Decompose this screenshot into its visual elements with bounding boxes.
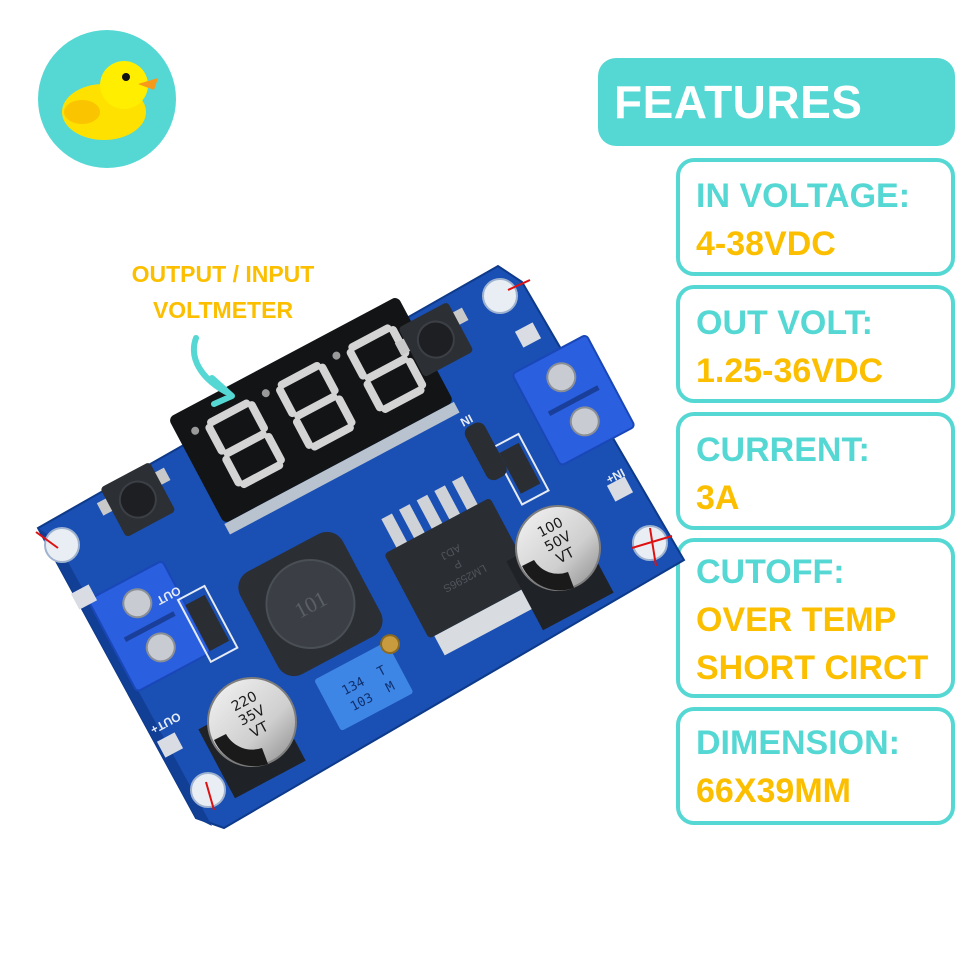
regulator-ic: LM2596S P ADJ [381, 475, 541, 656]
spec-current: CURRENT: 3A [676, 412, 955, 530]
inductor: 101 [238, 531, 383, 677]
trim-potentiometer: 134 103 T M [315, 634, 413, 731]
spec-value: 1.25-36VDC [696, 352, 884, 390]
input-terminal-block [512, 334, 635, 466]
solder-pad [606, 476, 634, 502]
features-header: FEATURES [598, 58, 955, 146]
spec-value: 4-38VDC [696, 225, 836, 263]
spec-in-voltage: IN VOLTAGE: 4-38VDC [676, 158, 955, 276]
voltmeter-annotation: OUTPUT / INPUT VOLTMETER [110, 256, 336, 328]
spec-label: DIMENSION: [696, 724, 900, 762]
smd-diode [490, 432, 550, 506]
cap-marking: VT [248, 719, 272, 742]
annotation-line-2: VOLTMETER [152, 297, 294, 323]
spec-out-volt: OUT VOLT: 1.25-36VDC [676, 285, 955, 403]
spec-label: IN VOLTAGE: [696, 177, 911, 215]
solder-pad [514, 322, 542, 348]
spec-label: OUT VOLT: [696, 304, 873, 342]
silkscreen-in: IN [458, 411, 475, 429]
rubber-duck-icon [62, 61, 158, 140]
push-button [96, 463, 175, 537]
push-button [394, 303, 473, 377]
brand-logo [38, 30, 176, 168]
annotation-line-1: OUTPUT / INPUT [131, 261, 315, 287]
solder-pad [156, 732, 184, 758]
seven-segment-display [170, 298, 460, 535]
spec-cutoff: CUTOFF: OVER TEMP SHORT CIRCT [676, 538, 955, 698]
features-title: FEATURES [614, 76, 863, 128]
cap-marking: VT [554, 545, 578, 568]
smd-diode [176, 584, 239, 664]
mounting-hole [482, 278, 531, 314]
spec-value: 66X39MM [696, 772, 851, 810]
spec-value: 3A [696, 479, 740, 517]
mounting-hole [631, 525, 673, 567]
capacitor-input: 100 50V VT [506, 505, 614, 631]
spec-label: CURRENT: [696, 431, 870, 469]
spec-dimension: DIMENSION: 66X39MM [676, 707, 955, 825]
transistor [464, 422, 507, 481]
mounting-hole [190, 772, 226, 811]
spec-value: SHORT CIRCT [696, 649, 929, 687]
spec-label: CUTOFF: [696, 553, 845, 591]
display-digits [205, 324, 427, 489]
solder-pad [70, 584, 98, 610]
mounting-hole [35, 527, 80, 563]
arrow-head-icon [209, 375, 235, 407]
capacitor-output: 220 35V VT [198, 677, 306, 799]
output-terminal-block [88, 560, 211, 692]
spec-value: OVER TEMP [696, 601, 897, 639]
